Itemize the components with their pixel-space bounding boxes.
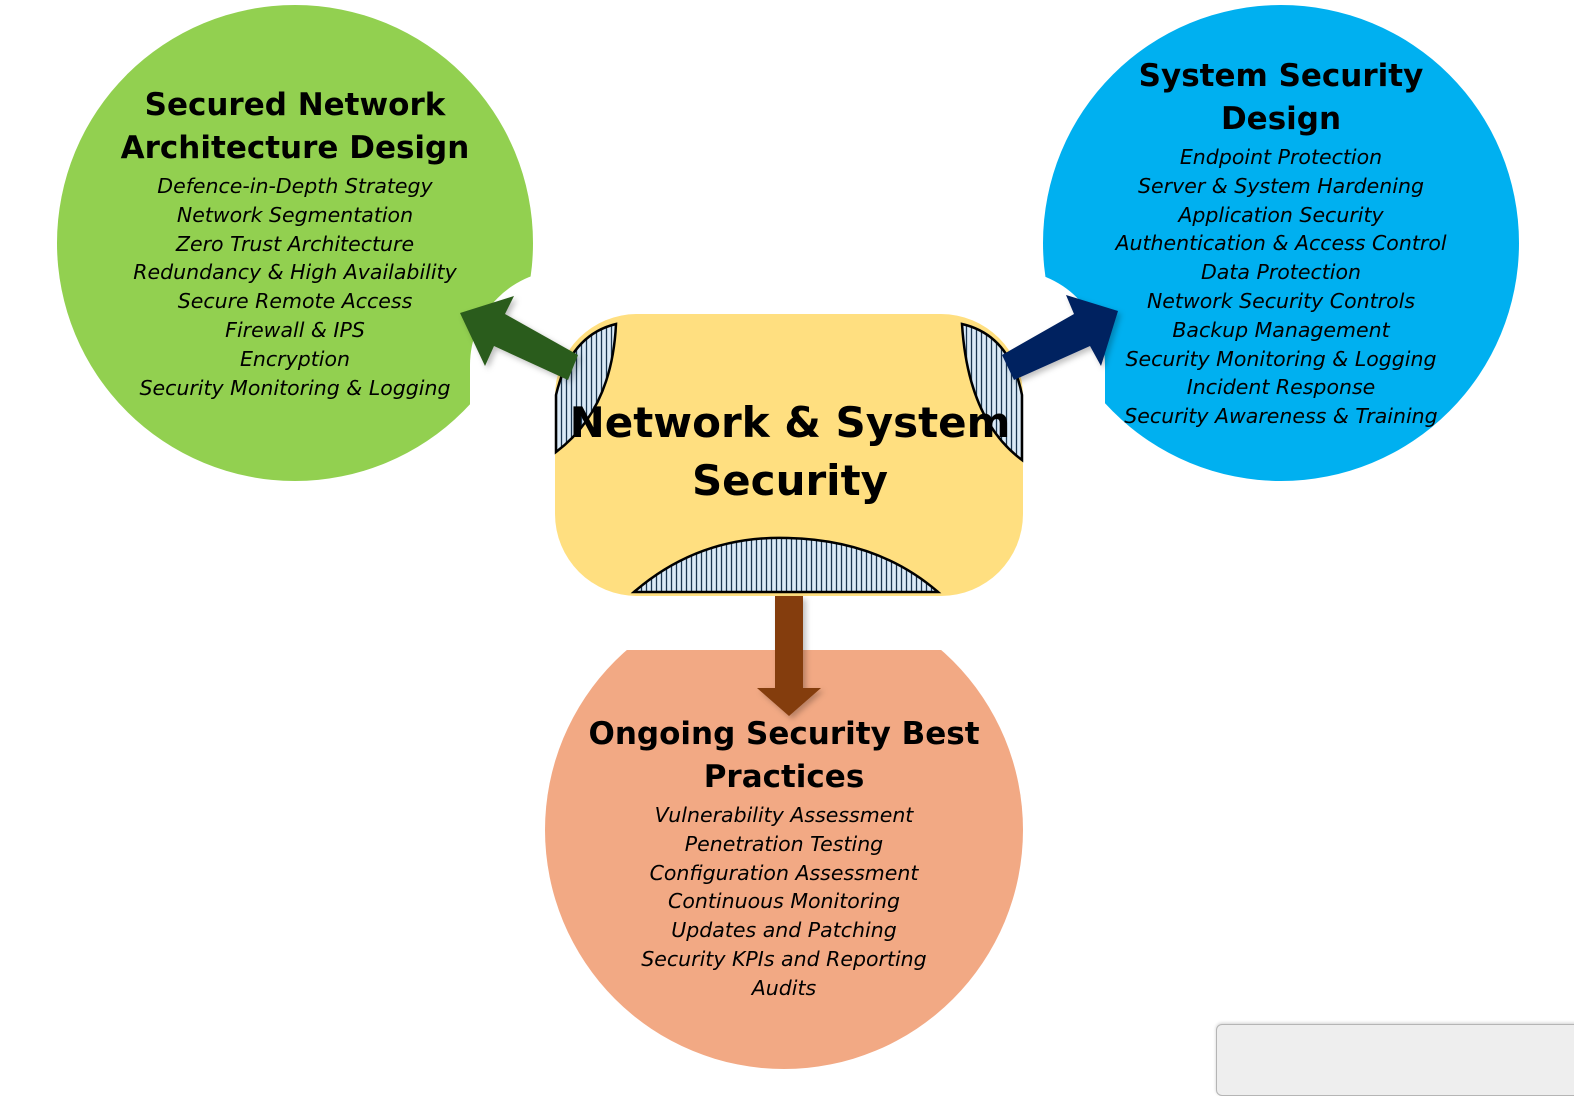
right-block: System Security Design Endpoint Protecti… [1081, 55, 1481, 431]
bottom-title-line2: Practices [703, 759, 865, 795]
bottom-item: Audits [751, 975, 817, 1000]
right-item: Server & System Hardening [1138, 173, 1424, 198]
bottom-item: Security KPIs and Reporting [641, 946, 927, 971]
right-item: Network Security Controls [1146, 288, 1416, 313]
left-item-list: Defence-in-Depth Strategy Network Segmen… [95, 172, 495, 402]
hatch-bottom [630, 536, 942, 594]
left-title-line2: Architecture Design [120, 130, 470, 166]
arrow-to-right [1002, 295, 1118, 380]
right-item: Security Awareness & Training [1124, 404, 1438, 429]
left-item: Secure Remote Access [177, 289, 413, 314]
right-item: Application Security [1178, 202, 1384, 227]
left-item: Network Segmentation [176, 202, 414, 227]
arrow-to-left [460, 296, 578, 380]
right-item: Security Monitoring & Logging [1125, 346, 1437, 371]
left-circle [57, 5, 533, 481]
right-item: Backup Management [1172, 317, 1390, 342]
bottom-item: Vulnerability Assessment [654, 803, 914, 827]
right-item: Data Protection [1201, 260, 1361, 285]
bottom-item: Updates and Patching [671, 918, 897, 943]
left-item: Redundancy & High Availability [133, 260, 457, 285]
corner-panel [1216, 1024, 1574, 1096]
center-hub [555, 314, 1023, 596]
bottom-circle [545, 591, 1023, 1069]
left-item: Security Monitoring & Logging [139, 375, 451, 400]
bottom-item: Configuration Assessment [649, 860, 919, 885]
center-title-line1: Network & System [569, 398, 1011, 447]
left-item: Defence-in-Depth Strategy [157, 174, 433, 198]
right-item: Endpoint Protection [1179, 145, 1383, 169]
bottom-item: Continuous Monitoring [668, 889, 900, 914]
bottom-item: Penetration Testing [684, 831, 884, 856]
right-title-line1: System Security [1138, 58, 1424, 94]
right-item-list: Endpoint Protection Server & System Hard… [1081, 143, 1481, 431]
left-block: Secured Network Architecture Design Defe… [95, 84, 495, 402]
right-title-line2: Design [1220, 101, 1342, 137]
right-circle [1043, 5, 1519, 481]
bottom-title-line1: Ongoing Security Best [588, 716, 980, 752]
right-title: System Security Design [1081, 55, 1481, 141]
bottom-title: Ongoing Security Best Practices [584, 713, 984, 799]
left-item: Encryption [239, 346, 351, 371]
bottom-item-list: Vulnerability Assessment Penetration Tes… [584, 801, 984, 1003]
right-item: Authentication & Access Control [1115, 231, 1447, 256]
left-title-line1: Secured Network [144, 87, 446, 123]
left-item: Firewall & IPS [225, 317, 365, 342]
center-title-line2: Security [691, 456, 889, 505]
bottom-block: Ongoing Security Best Practices Vulnerab… [584, 713, 984, 1003]
left-title: Secured Network Architecture Design [95, 84, 495, 170]
arrow-to-bottom [757, 596, 821, 716]
center-title: Network & System Security [560, 394, 1020, 510]
left-item: Zero Trust Architecture [175, 231, 415, 256]
right-item: Incident Response [1186, 375, 1376, 400]
hatch-top-left [554, 322, 618, 455]
